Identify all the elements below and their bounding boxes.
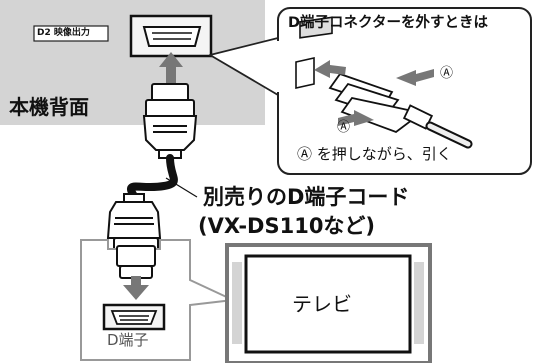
tv-inset-panel: [80, 239, 237, 361]
back-panel-d-port: [129, 14, 213, 58]
cable-label-line2: (VX-DS110など): [198, 214, 376, 238]
tv-label: テレビ: [292, 292, 352, 316]
cable-label-line1: 別売りのD端子コード: [203, 185, 410, 209]
press-arrow-lower: [338, 110, 374, 126]
d2-port-label: D2 映像出力: [37, 28, 90, 38]
back-panel-title: 本機背面: [9, 95, 89, 119]
callout-instruction: Ⓐ を押しながら、引く: [297, 145, 452, 163]
pull-out-arrow: [314, 60, 346, 78]
marker-lower: Ⓐ: [337, 120, 351, 135]
d2-port-label-box: [33, 25, 109, 42]
tv-set: [225, 243, 432, 363]
callout-wall-jack: [295, 16, 333, 89]
tv-d-port: [102, 303, 166, 331]
inset-connector: [116, 245, 156, 279]
callout-connector: [328, 72, 434, 134]
callout-pointer-cover: [276, 41, 282, 92]
upper-d-connector: [142, 83, 198, 159]
d-terminal-cable: [127, 154, 178, 200]
plug-in-arrow-up: [159, 52, 183, 83]
marker-upper: Ⓐ: [440, 66, 454, 81]
press-arrow-upper: [396, 69, 434, 86]
callout-title: D端子コネクターを外すときは: [288, 15, 488, 31]
tv-port-label: D端子: [107, 331, 149, 349]
callout-cable-inner: [427, 123, 471, 147]
cable-label-leader: [165, 177, 198, 198]
plug-in-arrow-down: [123, 276, 149, 300]
